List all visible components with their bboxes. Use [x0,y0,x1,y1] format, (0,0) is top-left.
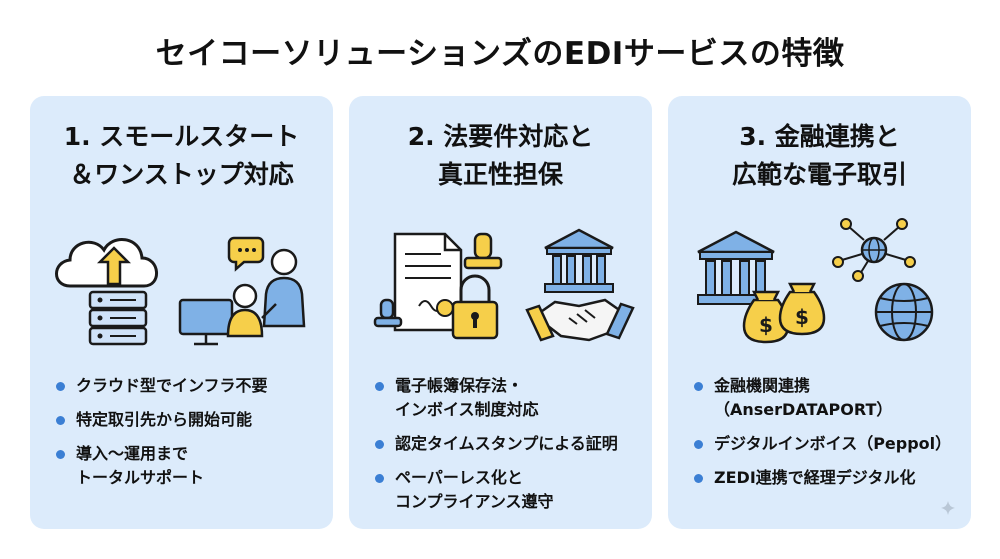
list-item-text: 導入～運用まで [76,444,189,463]
list-item-text: トータルサポート [76,468,205,487]
card-heading: 1. スモールスタート ＆ワンストップ対応 [30,118,333,194]
lock-icon [451,274,499,340]
list-item: 電子帳簿保存法・インボイス制度対応 [375,374,645,422]
feature-list: クラウド型でインフラ不要 特定取引先から開始可能 導入～運用までトータルサポート [56,374,326,500]
bullet-dot-icon [56,416,65,425]
card-heading-line: ＆ワンストップ対応 [69,160,294,189]
svg-text:$: $ [795,305,809,329]
list-item-text: デジタルインボイス（Peppol） [714,434,952,453]
list-item: ペーパーレス化とコンプライアンス遵守 [375,466,645,514]
bullet-dot-icon [375,474,384,483]
handshake-icon [525,298,635,342]
list-item: 導入～運用までトータルサポート [56,442,326,490]
bullet-dot-icon [56,382,65,391]
sparkle-icon [941,501,955,515]
globe-icon [874,282,934,342]
bullet-dot-icon [694,474,703,483]
list-item: クラウド型でインフラ不要 [56,374,326,398]
document-stamp-icon [373,232,503,332]
card-heading-line: 1. スモールスタート [63,122,300,151]
money-bag-icon: $ $ [742,282,826,344]
list-item-text: クラウド型でインフラ不要 [76,376,268,395]
feature-list: 電子帳簿保存法・インボイス制度対応 認定タイムスタンプによる証明 ペーパーレス化… [375,374,645,524]
list-item-text: 認定タイムスタンプによる証明 [395,434,618,453]
server-icon [88,290,148,346]
list-item: デジタルインボイス（Peppol） [694,432,964,456]
list-item-text: （AnserDATAPORT） [714,400,893,419]
list-item: 特定取引先から開始可能 [56,408,326,432]
card-illustration [373,228,635,342]
card-heading-line: 2. 法要件対応と [407,122,594,151]
cloud-upload-icon [55,238,158,288]
bullet-dot-icon [375,440,384,449]
list-item-text: 特定取引先から開始可能 [76,410,253,429]
list-item-text: 金融機関連携 [714,376,811,395]
card-heading-line: 真正性担保 [437,160,563,189]
card-illustration [55,236,306,346]
bullet-dot-icon [375,382,384,391]
page-title: セイコーソリューションズのEDIサービスの特徴 [155,36,845,72]
bank-icon [544,228,614,293]
bullet-dot-icon [56,450,65,459]
list-item: ZEDI連携で経理デジタル化 [694,466,964,490]
list-item-text: ZEDI連携で経理デジタル化 [714,468,916,487]
feature-card-legal-compliance: 2. 法要件対応と 真正性担保 [349,96,652,529]
card-heading: 3. 金融連携と 広範な電子取引 [668,118,971,194]
card-heading-line: 3. 金融連携と [739,122,900,151]
feature-list: 金融機関連携（AnserDATAPORT） デジタルインボイス（Peppol） … [694,374,964,500]
svg-text:$: $ [759,313,773,337]
card-heading-line: 広範な電子取引 [731,160,907,189]
card-illustration: $ $ [697,218,934,344]
list-item: 金融機関連携 （AnserDATAPORT） [694,374,964,422]
bullet-dot-icon [694,440,703,449]
feature-card-small-start: 1. スモールスタート ＆ワンストップ対応 [30,96,333,529]
list-item-text: インボイス制度対応 [395,400,539,419]
list-item: 認定タイムスタンプによる証明 [375,432,645,456]
feature-card-finance-integration: 3. 金融連携と 広範な電子取引 $ $ [668,96,971,529]
bank-icon [697,230,775,305]
card-heading: 2. 法要件対応と 真正性担保 [349,118,652,194]
network-icon [832,218,916,282]
list-item-text: ペーパーレス化と [395,468,523,487]
bullet-dot-icon [694,382,703,391]
list-item-text: 電子帳簿保存法・ [395,376,524,395]
support-team-icon [178,236,306,346]
list-item-text: コンプライアンス遵守 [395,492,554,511]
